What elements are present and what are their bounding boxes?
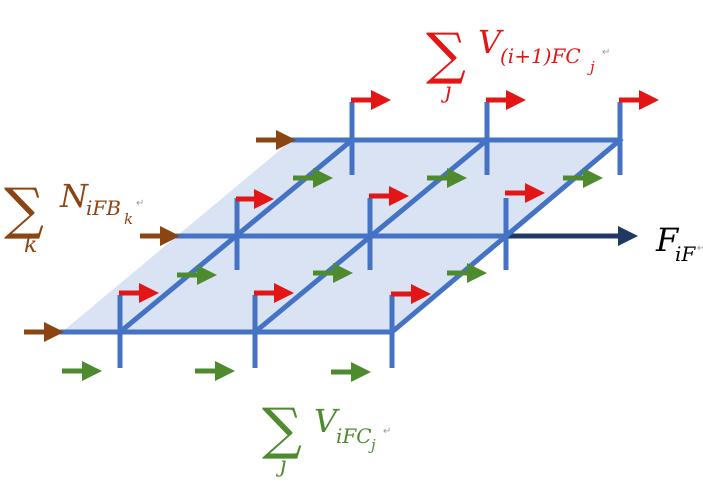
left-sum-label: ∑ k N iFB k ↵ <box>4 177 144 258</box>
left-sum-return-mark: ↵ <box>136 198 144 209</box>
bottom-sum-main: V <box>314 402 340 440</box>
left-sum-subsub: k <box>124 210 133 228</box>
right-label: F iF ↵ <box>655 221 703 266</box>
left-sum-sigma: ∑ <box>4 177 44 242</box>
brown-input-arrows <box>24 130 296 342</box>
top-sum-label: ∑ j V (i+1)FC j ↵ <box>426 22 610 104</box>
right-label-sub: iF <box>675 242 696 266</box>
top-sum-subsub: j <box>587 58 595 76</box>
top-sum-return-mark: ↵ <box>602 47 610 58</box>
top-sum-sigma: ∑ <box>426 22 466 87</box>
bottom-sum-return-mark: ↵ <box>383 426 391 437</box>
green-arrows <box>62 168 603 382</box>
bottom-sum-label: ∑ j V iFC j ↵ <box>262 397 391 478</box>
left-sum-sub: iFB <box>86 196 121 220</box>
right-label-main: F <box>655 221 680 259</box>
top-sum-main: V <box>478 23 504 61</box>
bottom-sum-sigma: ∑ <box>262 397 302 462</box>
top-sum-sub: (i+1)FC <box>500 44 581 68</box>
right-label-return-mark: ↵ <box>697 243 703 254</box>
bottom-sum-subsub: j <box>368 436 376 454</box>
left-sum-main: N <box>59 177 89 215</box>
node-posts <box>117 102 623 368</box>
left-sum-index: k <box>24 233 37 258</box>
red-flag-arrows <box>119 90 659 304</box>
bottom-sum-sub: iFC <box>336 424 372 448</box>
